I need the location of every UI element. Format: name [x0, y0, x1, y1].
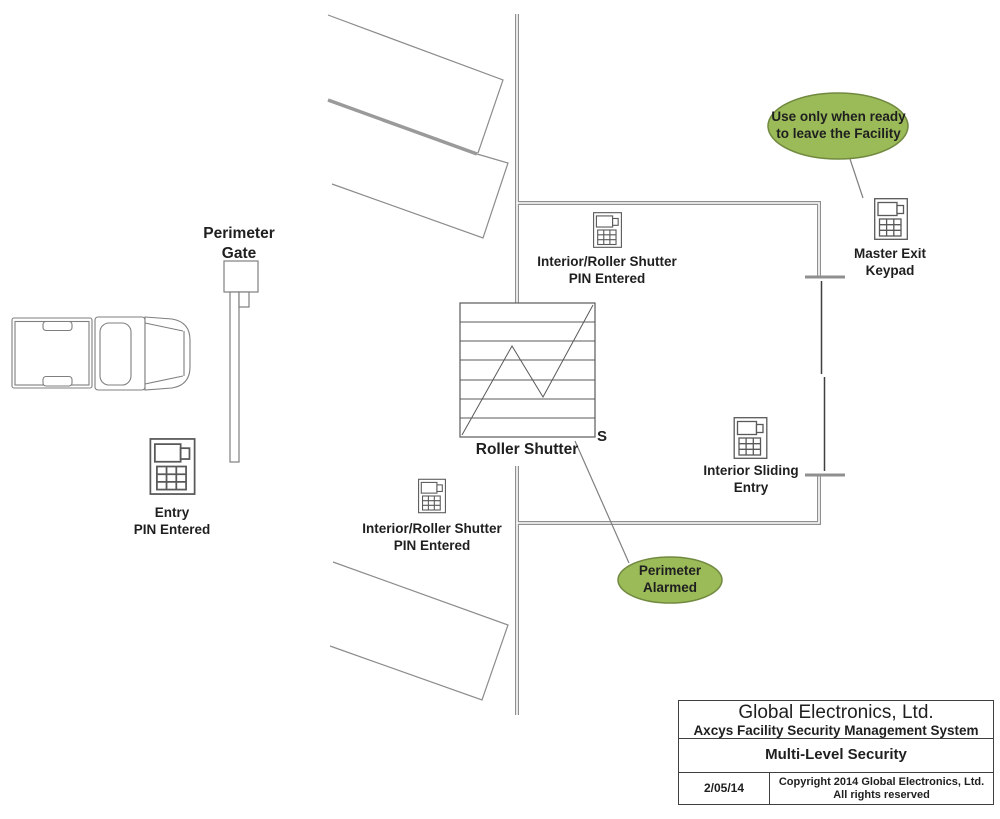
callout-leader-lines: [574, 155, 864, 564]
interior-sliding-keypad-icon: [733, 417, 768, 459]
perimeter-gate-symbol: [223, 260, 259, 463]
entry-keypad-icon: [149, 438, 196, 495]
title-block: Global Electronics, Ltd. Axcys Facility …: [678, 700, 994, 805]
room-walls: [515, 14, 845, 715]
interior-sliding-entry-label: Interior Sliding Entry: [703, 463, 799, 495]
exit-note-text: Use only when ready to leave the Facilit…: [771, 109, 906, 141]
drawing-title: Multi-Level Security: [679, 739, 993, 773]
master-exit-keypad-icon: [874, 198, 908, 240]
company-name: Global Electronics, Ltd.: [738, 702, 934, 723]
exit-note-callout: [767, 92, 909, 160]
system-name: Axcys Facility Security Management Syste…: [693, 723, 979, 738]
perimeter-alarmed-text: Perimeter Alarmed: [638, 563, 702, 595]
roller-shutter-symbol: [459, 302, 596, 438]
roller-shutter-label: Roller Shutter: [475, 441, 579, 458]
interior-roller-top-label: Interior/Roller Shutter PIN Entered: [537, 254, 677, 286]
interior-roller-top-keypad-icon: [593, 212, 622, 248]
door-jamb-caps: [805, 275, 845, 477]
drawing-date: 2/05/14: [679, 773, 770, 805]
title-block-header: Global Electronics, Ltd. Axcys Facility …: [679, 701, 993, 739]
shutter-zigzag: [461, 304, 594, 436]
truck-symbol: [11, 316, 191, 391]
s-marker-label: S: [597, 428, 608, 445]
perimeter-alarmed-callout: [617, 556, 723, 604]
entry-pin-label: Entry PIN Entered: [133, 505, 211, 537]
title-block-footer: 2/05/14 Copyright 2014 Global Electronic…: [679, 773, 993, 805]
perimeter-gate-label: Perimeter Gate: [203, 225, 275, 262]
interior-roller-bottom-keypad-icon: [418, 478, 446, 514]
master-exit-keypad-label: Master Exit Keypad: [853, 246, 927, 278]
sliding-door-panels: [820, 281, 826, 471]
interior-roller-bottom-label: Interior/Roller Shutter PIN Entered: [362, 521, 502, 553]
angled-building-walls: [327, 14, 509, 701]
copyright-notice: Copyright 2014 Global Electronics, Ltd. …: [778, 776, 985, 801]
alarmed-wall-segment: [327, 98, 478, 156]
